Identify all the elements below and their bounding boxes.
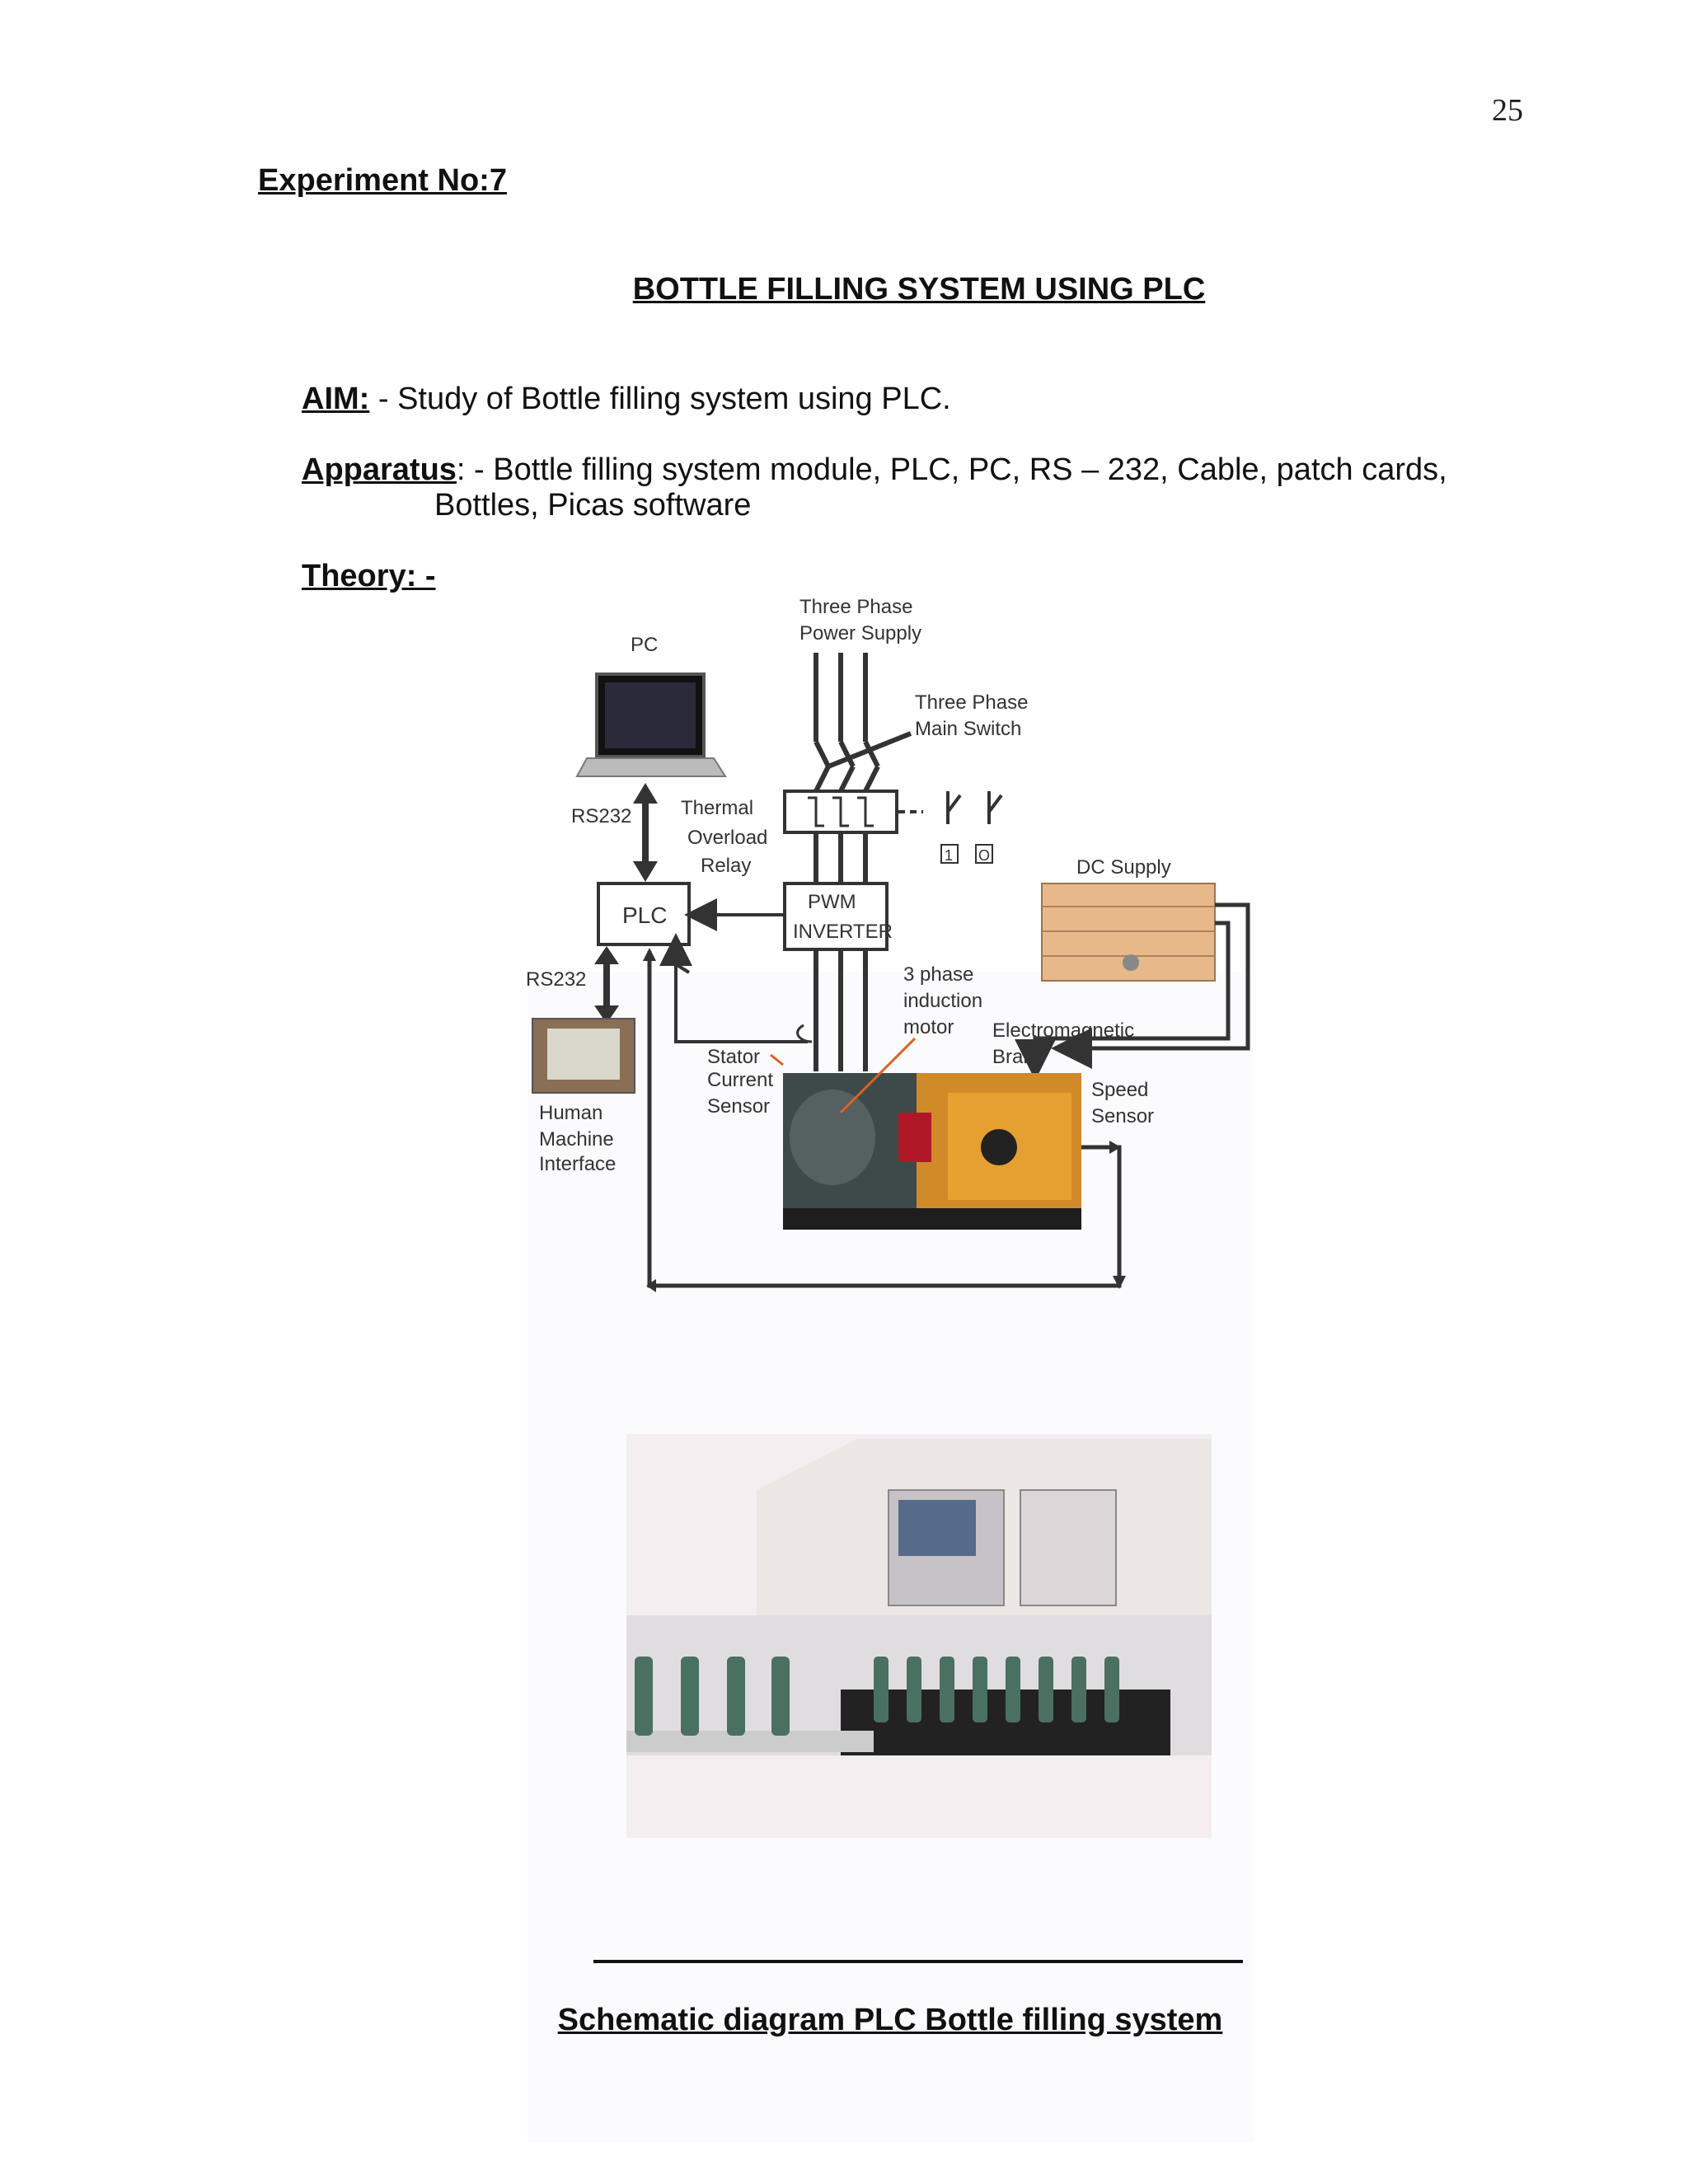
label-stator-1: Stator	[707, 1046, 760, 1068]
aim-paragraph: AIM: - Study of Bottle filling system us…	[302, 381, 951, 417]
label-hmi-1: Human	[539, 1102, 603, 1124]
motor-pointer	[839, 1037, 917, 1114]
label-power-supply-1: Three Phase	[799, 596, 912, 618]
hmi-panel-icon	[532, 1018, 635, 1094]
main-switch-contacts	[898, 791, 1003, 824]
label-thermal-2: Overload	[687, 827, 767, 849]
label-motor-3: motor	[903, 1016, 954, 1038]
label-switch-off: O	[978, 847, 990, 864]
pwm-inverter-box	[783, 882, 889, 951]
label-rs232-bottom: RS232	[526, 968, 586, 991]
dc-to-sensor-link	[1015, 921, 1231, 1080]
label-power-supply-2: Power Supply	[799, 622, 921, 644]
dc-to-brake-link	[1051, 902, 1250, 1069]
label-main-switch-1: Three Phase	[915, 691, 1028, 714]
label-pwm-1: PWM	[808, 891, 856, 913]
label-thermal-1: Thermal	[681, 797, 753, 819]
bottle-filling-machine-photo	[626, 1434, 1212, 1838]
label-speed-1: Speed	[1091, 1079, 1148, 1101]
label-pwm-2: INVERTER	[793, 921, 893, 943]
theory-heading: Theory: -	[302, 559, 436, 593]
label-plc: PLC	[622, 902, 667, 928]
label-dc-supply: DC Supply	[1076, 856, 1171, 879]
aim-text: - Study of Bottle filling system using P…	[369, 382, 951, 416]
label-pc: PC	[631, 634, 658, 656]
experiment-heading: Experiment No:7	[258, 163, 507, 198]
apparatus-label: Apparatus	[302, 452, 457, 487]
page-title: BOTTLE FILLING SYSTEM USING PLC	[632, 272, 1206, 307]
apparatus-paragraph: Apparatus: - Bottle filling system modul…	[302, 452, 1447, 488]
apparatus-text: : - Bottle filling system module, PLC, P…	[456, 452, 1447, 487]
label-switch-on: 1	[945, 847, 953, 864]
figure-caption: Schematic diagram PLC Bottle filling sys…	[557, 2003, 1223, 2037]
label-stator-2: Current	[707, 1069, 773, 1091]
label-motor-2: induction	[903, 990, 982, 1012]
label-stator-3: Sensor	[707, 1095, 770, 1118]
laptop-icon	[575, 673, 727, 777]
label-main-switch-2: Main Switch	[915, 718, 1021, 740]
dc-supply-board	[1041, 883, 1216, 982]
label-speed-2: Sensor	[1091, 1105, 1154, 1127]
motor-brake-assembly	[783, 1073, 1081, 1230]
label-thermal-3: Relay	[701, 855, 751, 877]
label-hmi-2: Machine	[539, 1128, 614, 1151]
caption-rule	[593, 1960, 1243, 1963]
label-rs232-top: RS232	[571, 805, 631, 827]
page-number: 25	[1492, 93, 1523, 128]
label-hmi-3: Interface	[539, 1153, 616, 1175]
aim-label: AIM:	[302, 382, 370, 416]
label-motor-1: 3 phase	[903, 963, 973, 986]
stator-pointer	[770, 1053, 784, 1066]
apparatus-continuation: Bottles, Picas software	[434, 488, 752, 523]
switch-off-button	[975, 844, 993, 864]
stator-sensor-link	[674, 961, 808, 1043]
switch-on-button	[940, 844, 959, 864]
